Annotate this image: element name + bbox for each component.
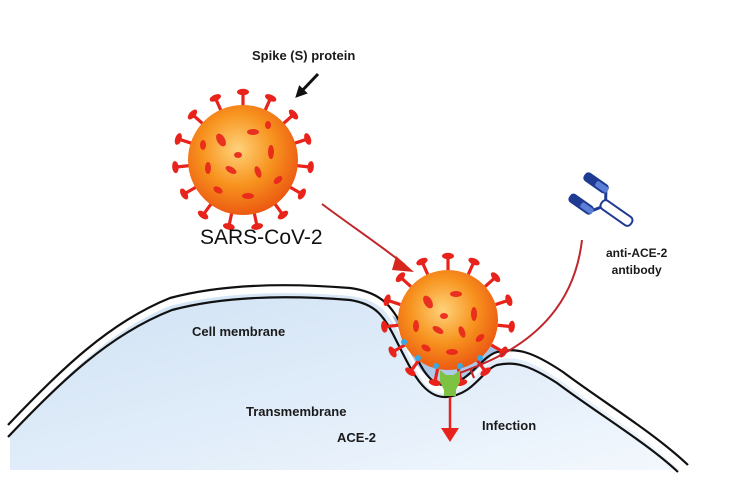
virus-icon-bound (378, 251, 518, 389)
entry-arrow-head (392, 256, 414, 272)
ace2-receptor-icon (440, 370, 460, 396)
spike-pointer-arrow (295, 72, 320, 98)
cell-membrane-label: Cell membrane (192, 324, 286, 339)
virus-name-label: SARS-CoV-2 (200, 226, 323, 249)
ace2-label: ACE-2 (337, 430, 377, 445)
infection-label: Infection (482, 418, 537, 433)
cell-body (10, 293, 680, 470)
virus-icon-free (169, 87, 317, 233)
spike-protein-label: Spike (S) protein (252, 48, 356, 63)
antibody-label-line1: anti-ACE-2 (606, 246, 668, 260)
infection-arrow-head (441, 428, 459, 442)
antibody-label-line2: antibody (611, 263, 662, 277)
inhibition-bar (468, 367, 476, 379)
transmembrane-label: Transmembrane (246, 404, 347, 419)
antibody-label: anti-ACE-2 antibody (606, 245, 667, 279)
entry-arrow (321, 203, 406, 266)
inhibition-line (454, 239, 583, 376)
antibody-icon (568, 172, 634, 227)
cell-membrane-inner (7, 296, 679, 473)
